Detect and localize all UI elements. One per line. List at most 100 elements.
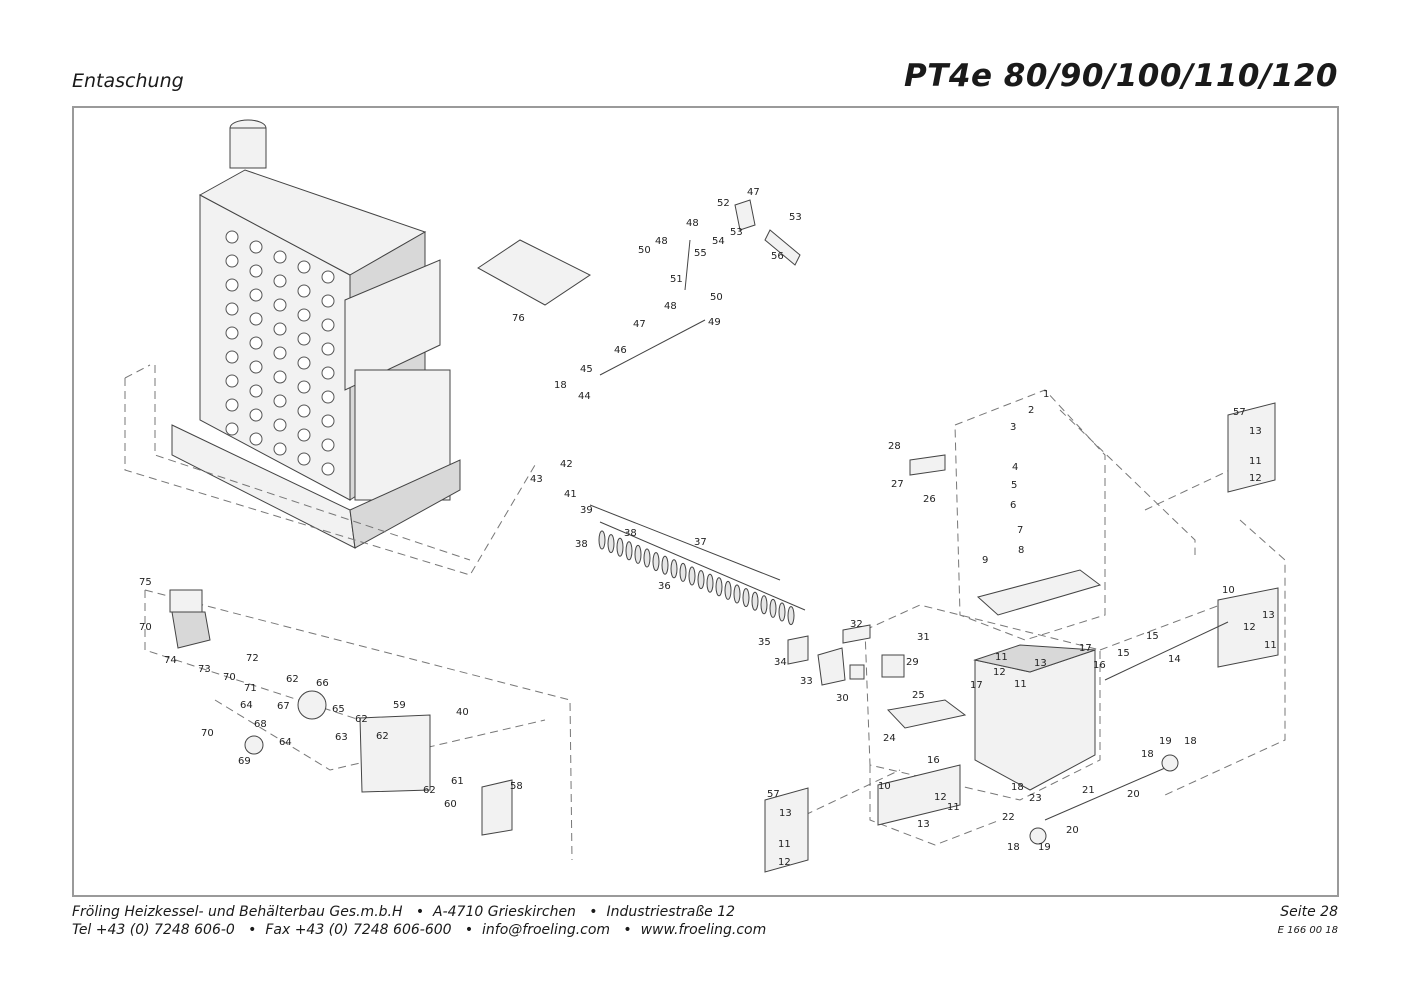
part-number-label: 63 xyxy=(335,732,348,743)
part-number-label: 34 xyxy=(774,657,787,668)
cleaning-hole xyxy=(321,342,335,356)
part-boxes xyxy=(359,402,1279,873)
cleaning-hole xyxy=(297,308,311,322)
cleaning-hole xyxy=(273,346,287,360)
cleaning-hole xyxy=(297,452,311,466)
part-number-label: 40 xyxy=(456,707,469,718)
part-number-label: 20 xyxy=(1066,825,1079,836)
part-number-label: 6 xyxy=(1010,500,1016,511)
cleaning-hole xyxy=(249,264,263,278)
cleaning-hole xyxy=(297,380,311,394)
auger-flight xyxy=(616,537,624,557)
cleaning-hole xyxy=(225,278,239,292)
part-number-label: 19 xyxy=(1038,842,1051,853)
part-number-label: 21 xyxy=(1082,785,1095,796)
part-number-label: 12 xyxy=(934,792,947,803)
part-number-label: 46 xyxy=(614,345,627,356)
cleaning-hole xyxy=(225,422,239,436)
part-number-label: 13 xyxy=(1249,426,1262,437)
part-number-label: 31 xyxy=(917,632,930,643)
part-number-label: 47 xyxy=(633,319,646,330)
part-number-label: 62 xyxy=(423,785,436,796)
part-number-label: 71 xyxy=(244,683,257,694)
boiler-body xyxy=(171,119,461,549)
part-number-label: 15 xyxy=(1146,631,1159,642)
gear-motor xyxy=(169,589,327,755)
part-number-label: 73 xyxy=(198,664,211,675)
part-number-label: 18 xyxy=(1141,749,1154,760)
cleaning-hole xyxy=(297,332,311,346)
part-number-label: 17 xyxy=(1079,643,1092,654)
part-number-label: 16 xyxy=(1093,660,1106,671)
model-title: PT4e 80/90/100/110/120 xyxy=(904,58,1338,94)
cleaning-hole xyxy=(225,230,239,244)
part-number-label: 61 xyxy=(451,776,464,787)
part-number-label: 67 xyxy=(277,701,290,712)
auger-flight xyxy=(643,548,651,568)
cleaning-hole xyxy=(225,374,239,388)
cleaning-hole xyxy=(249,384,263,398)
part-number-label: 17 xyxy=(970,680,983,691)
part-number-label: 42 xyxy=(560,459,573,470)
cleaning-hole xyxy=(273,418,287,432)
part-number-label: 13 xyxy=(917,819,930,830)
cleaning-hole xyxy=(321,318,335,332)
part-number-label: 12 xyxy=(1249,473,1262,484)
part-number-label: 30 xyxy=(836,693,849,704)
part-number-label: 11 xyxy=(995,652,1008,663)
part-number-label: 36 xyxy=(658,581,671,592)
part-number-label: 22 xyxy=(1002,812,1015,823)
part-number-label: 76 xyxy=(512,313,525,324)
auger-flight xyxy=(715,577,723,597)
part-number-label: 4 xyxy=(1012,462,1018,473)
part-number-label: 70 xyxy=(139,622,152,633)
cleaning-hole xyxy=(273,298,287,312)
part-number-label: 60 xyxy=(444,799,457,810)
drawing-frame xyxy=(72,106,1339,897)
part-number-label: 70 xyxy=(201,728,214,739)
part-number-label: 38 xyxy=(575,539,588,550)
part-number-label: 28 xyxy=(888,441,901,452)
part-number-label: 50 xyxy=(710,292,723,303)
part-number-label: 7 xyxy=(1017,525,1023,536)
part-number-label: 24 xyxy=(883,733,896,744)
auger-flight xyxy=(706,573,714,593)
auger-flight xyxy=(742,588,750,608)
part-number-label: 20 xyxy=(1127,789,1140,800)
part-number-label: 48 xyxy=(664,301,677,312)
part-number-label: 13 xyxy=(1262,610,1275,621)
part-number-label: 51 xyxy=(670,274,683,285)
cleaning-hole xyxy=(297,284,311,298)
cleaning-hole xyxy=(297,404,311,418)
assembly-dashed-outlines xyxy=(124,364,1286,861)
part-number-label: 1 xyxy=(1043,389,1049,400)
auger-flight xyxy=(670,559,678,579)
cleaning-hole xyxy=(225,326,239,340)
boiler-cleaning-holes xyxy=(225,230,335,476)
cleaning-hole xyxy=(321,366,335,380)
part-number-label: 56 xyxy=(771,251,784,262)
part-number-label: 65 xyxy=(332,704,345,715)
cleaning-hole xyxy=(273,322,287,336)
auger-flight xyxy=(634,544,642,564)
cleaning-hole xyxy=(297,428,311,442)
page-number: Seite 28 xyxy=(1280,904,1338,920)
cleaning-hole xyxy=(321,462,335,476)
part-number-label: 58 xyxy=(510,781,523,792)
auger-flight xyxy=(697,570,705,590)
part-number-label: 13 xyxy=(779,808,792,819)
part-number-label: 11 xyxy=(778,839,791,850)
cleaning-hole xyxy=(321,270,335,284)
footer-company-line: Fröling Heizkessel- und Behälterbau Ges.… xyxy=(72,904,736,920)
auger-flight xyxy=(652,552,660,572)
auger-flight xyxy=(598,530,606,550)
auger-flight xyxy=(625,541,633,561)
part-number-label: 2 xyxy=(1028,405,1034,416)
cleaning-hole xyxy=(225,254,239,268)
part-number-label: 72 xyxy=(246,653,259,664)
part-number-label: 57 xyxy=(1233,407,1246,418)
part-number-label: 50 xyxy=(638,245,651,256)
part-number-label: 69 xyxy=(238,756,251,767)
cleaning-hole xyxy=(321,294,335,308)
